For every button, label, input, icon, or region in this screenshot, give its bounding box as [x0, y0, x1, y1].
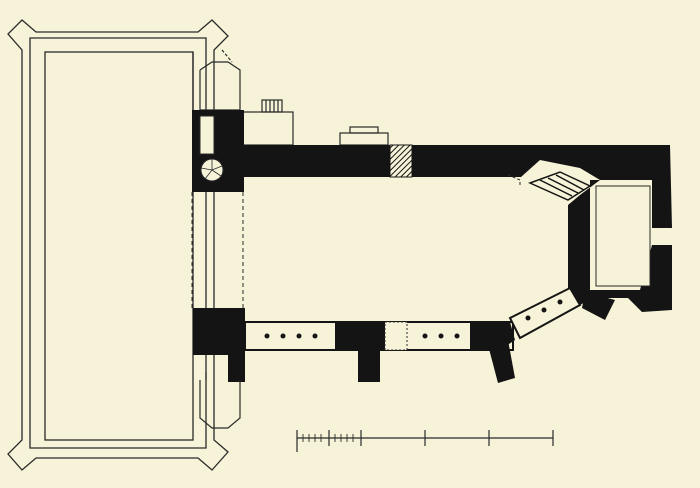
- stair-icon: [528, 171, 592, 201]
- scale-bar: [296, 430, 554, 452]
- courtyard-enclosure: [7, 19, 229, 471]
- north-wall: [243, 144, 521, 178]
- nave-dashed-lines: [191, 192, 244, 308]
- chancel: [507, 145, 672, 320]
- window-markers: [264, 299, 563, 339]
- south-wall: [193, 286, 582, 383]
- west-tower: [192, 110, 244, 192]
- porch-south: [199, 372, 241, 429]
